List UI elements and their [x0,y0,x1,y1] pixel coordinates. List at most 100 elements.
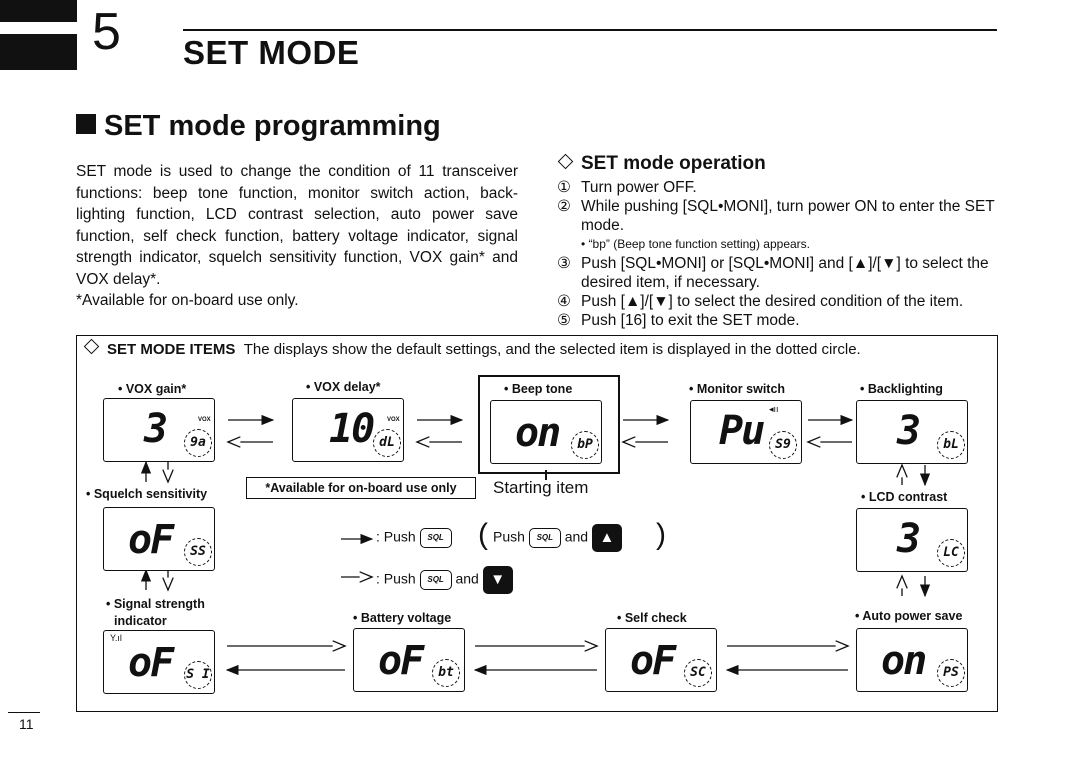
label-monitor-switch: • Monitor switch [689,382,786,396]
down-key-icon: ▼ [482,566,513,594]
chapter-tab-stripe [0,22,77,34]
chapter-title: SET MODE [183,34,360,71]
lcd-backlighting: 3 bL [856,400,968,464]
lcd-value: oF [630,638,676,684]
label-signal-strength: • Signal strength [106,597,205,611]
label-auto-power-save: • Auto power save [855,609,963,623]
legend-solid: : Push SQL [376,528,452,548]
operation-step: ⑤ Push [16] to exit the SET mode. [557,311,997,330]
page-number-rule [8,712,40,713]
lcd-vox-gain: 3 VOX 9a [103,398,215,462]
lcd-value: 3 [144,406,168,452]
lcd-value: on [881,638,927,684]
step-number: ① [557,179,571,196]
lcd-value: oF [378,638,424,684]
legend-push-text: : Push [376,570,416,587]
lcd-code-circle: S9 [769,431,797,459]
vox-indicator: VOX [387,417,400,423]
step-text: Turn power OFF. [581,179,697,196]
open-paren: ( [478,518,488,551]
set-mode-items-panel [76,335,998,712]
label-backlighting: • Backlighting [860,382,943,396]
up-key-icon: ▲ [591,524,622,552]
legend-push-text: : Push [376,528,416,545]
legend-solid-alt: Push SQL and ▲ [493,524,622,552]
signal-icon: Y.ıl [110,633,122,643]
operation-note: • “bp” (Beep tone function setting) appe… [581,237,811,251]
section-title-text: SET mode programming [104,110,441,142]
lcd-code-circle: LC [937,539,965,567]
label-self-check: • Self check [617,611,687,625]
intro-note: *Available for on-board use only. [76,292,299,309]
operation-step: ① Turn power OFF. [557,178,997,197]
lcd-value: oF [128,517,174,563]
sql-key-icon: SQL [528,528,561,548]
lcd-code-circle: PS [937,659,965,687]
step-text: Push [16] to exit the SET mode. [581,312,800,329]
label-lcd-contrast: • LCD contrast [861,490,948,504]
lcd-value: oF [128,640,174,686]
lcd-beep-tone: on bP [490,400,602,464]
sql-key-icon: SQL [419,570,452,590]
starting-item-pointer [545,470,547,480]
lcd-value: Pu [719,408,765,454]
vox-indicator: VOX [198,417,211,423]
lcd-code-circle: SC [684,659,712,687]
items-description: The displays show the default settings, … [243,341,861,358]
label-beep-tone: • Beep tone [504,382,573,396]
legend-hollow: : Push SQL and ▼ [376,566,513,594]
lcd-value: 3 [897,408,921,454]
items-heading-title: SET MODE ITEMS [107,341,236,358]
lcd-code-circle: bP [571,431,599,459]
label-squelch-sensitivity: • Squelch sensitivity [86,487,208,501]
intro-text: SET mode is used to change the condition… [76,161,518,312]
lcd-code-circle: bL [937,431,965,459]
step-text: While pushing [SQL•MONI], turn power ON … [581,198,995,234]
chapter-tab [0,0,77,70]
step-number: ④ [557,293,571,310]
lcd-self-check: oF SC [605,628,717,692]
lcd-value: on [515,410,561,456]
operation-step: ② While pushing [SQL•MONI], turn power ON… [557,197,997,235]
lcd-auto-power-save: on PS [856,628,968,692]
operation-steps: ① Turn power OFF. ② While pushing [SQL•MON… [557,178,997,330]
close-paren: ) [656,518,666,551]
lcd-vox-delay: 10 VOX dL [292,398,404,462]
operation-title-text: SET mode operation [581,153,766,174]
sql-key-icon: SQL [419,528,452,548]
legend-push-text: Push [493,528,525,545]
lcd-lcd-contrast: 3 LC [856,508,968,572]
lcd-battery-voltage: oF bt [353,628,465,692]
operation-step: ④ Push [▲]/[▼] to select the desired cond… [557,292,997,311]
section-title: SET mode programming [76,110,441,143]
lcd-monitor-switch: Pu ◂ıı S9 [690,400,802,464]
lcd-value: 3 [897,516,921,562]
label-signal-strength-line2: indicator [114,614,167,628]
speaker-icon: ◂ıı [769,404,779,414]
step-number: ⑤ [557,312,571,329]
chapter-number: 5 [92,3,121,61]
lcd-code-circle: bt [432,659,460,687]
lcd-code-circle: dL [373,429,401,457]
starting-item-label: Starting item [493,478,589,497]
label-vox-delay: • VOX delay* [306,380,381,394]
label-battery-voltage: • Battery voltage [353,611,452,625]
lcd-code-circle: 9a [184,429,212,457]
lcd-squelch-sensitivity: oF SS [103,507,215,571]
operation-title: SET mode operation [557,153,766,175]
lcd-value: 10 [329,406,375,452]
starting-item-frame [478,375,620,474]
onboard-note: *Available for on-board use only [246,477,476,499]
lcd-code-circle: S I [184,661,212,689]
step-number: ② [557,198,571,215]
lcd-signal-strength: Y.ıl oF S I [103,630,215,694]
lcd-code-circle: SS [184,538,212,566]
step-number: ③ [557,255,571,272]
header-rule [183,29,997,31]
square-bullet-icon [76,114,96,134]
legend-and-text: and [455,570,479,587]
legend-and-text: and [564,528,589,545]
step-text: Push [▲]/[▼] to select the desired condi… [581,293,964,310]
